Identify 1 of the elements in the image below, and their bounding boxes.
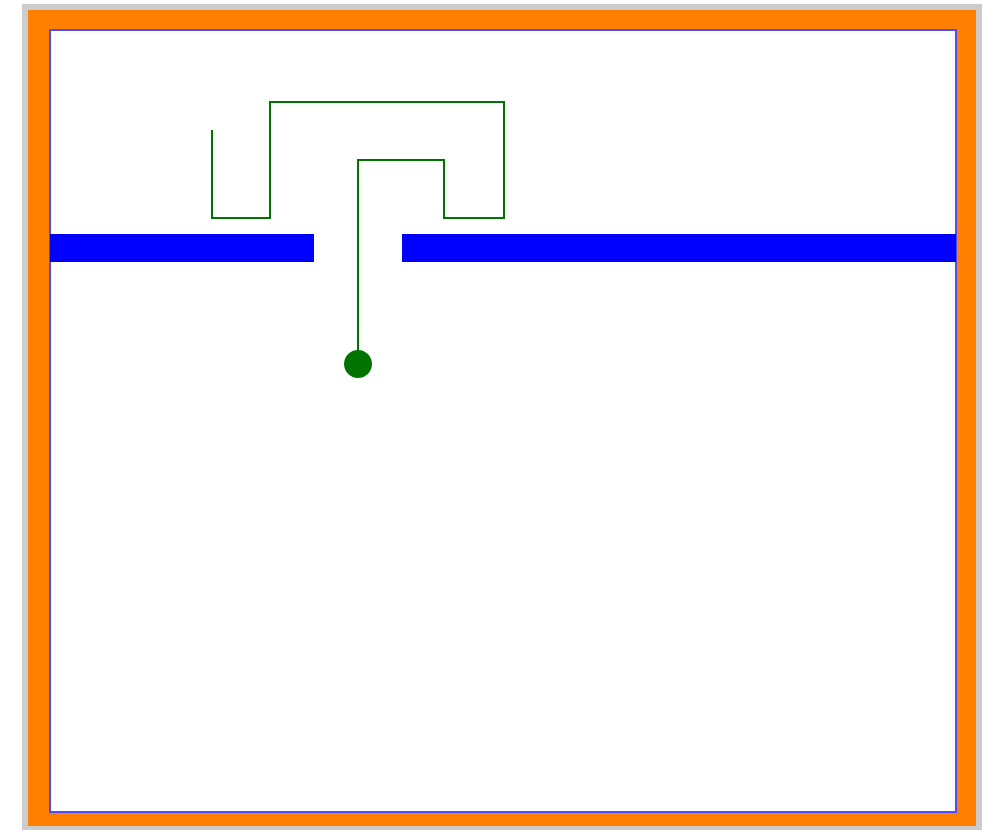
dot (344, 350, 372, 378)
